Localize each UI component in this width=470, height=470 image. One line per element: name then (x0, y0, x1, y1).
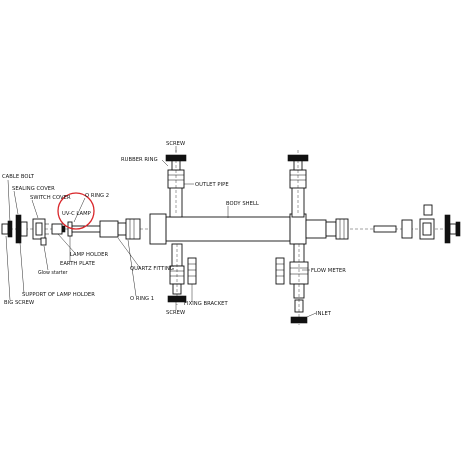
right-lamp-pin-part (373, 225, 397, 233)
label-switch-cover: SWITCH COVER (30, 195, 71, 201)
right-switch-cover-part (401, 204, 435, 240)
label-flow-meter: FLOW METER (311, 268, 346, 274)
uv-c-lamp-highlight-circle (57, 192, 95, 230)
quartz-fitting-part (99, 218, 141, 240)
fixing-bracket-right (275, 257, 285, 285)
right-sleeve-part (305, 218, 349, 240)
label-quartz-fitting: QUARTZ FITTING (130, 266, 174, 272)
inlet-pipe-right (289, 243, 309, 325)
label-glow-starter: Glow starter (38, 270, 68, 276)
right-sealing-cover-part (444, 214, 461, 244)
label-sealing-cover: SEALING COVER (12, 186, 55, 192)
label-screw-top: SCREW (166, 141, 185, 147)
label-uv-c-lamp: UV-C LAMP (62, 211, 91, 217)
label-o-ring-2: O RING 2 (85, 193, 109, 199)
label-screw-bottom: SCREW (166, 310, 185, 316)
fixing-bracket-part (187, 257, 197, 285)
label-outlet-pipe: OUTLET PIPE (195, 182, 229, 188)
body-shell-part (149, 213, 307, 245)
outlet-pipe-left (165, 150, 187, 218)
label-earth-plate: EARTH PLATE (60, 261, 95, 267)
label-cable-bolt: CABLE BOLT (2, 174, 35, 180)
label-rubber-ring: RUBBER RING (121, 157, 158, 163)
label-o-ring-1: O RING 1 (130, 296, 154, 302)
label-body-shell: BODY SHELL (226, 201, 259, 207)
label-fixing-bracket: FIXING BRACKET (184, 301, 229, 307)
label-lamp-holder: LAMP HOLDER (70, 252, 108, 258)
glow-starter-part (40, 237, 47, 246)
lamp-holder-part (51, 223, 66, 235)
sealing-cover-part (15, 214, 28, 244)
switch-cover-part (32, 218, 49, 240)
label-inlet: INLET (316, 311, 332, 317)
leader-lines (5, 146, 317, 321)
label-support-of-lamp-holder: SUPPORT OF LAMP HOLDER (22, 292, 95, 298)
label-big-screw: BIG SCREW (4, 300, 34, 306)
inlet-pipe-left (167, 243, 187, 305)
outlet-pipe-right (287, 150, 309, 218)
cable-bolt-part (1, 220, 13, 238)
